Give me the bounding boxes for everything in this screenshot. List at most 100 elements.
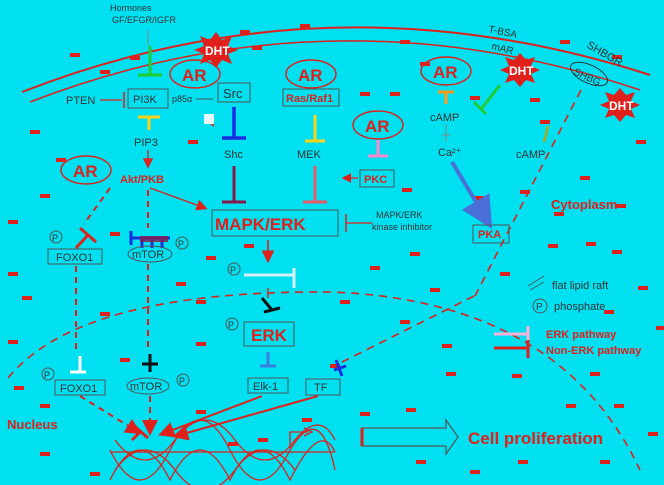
- blue-src-icon: [222, 107, 246, 140]
- ar-receptor-camp: AR: [420, 56, 472, 86]
- mtor-nuc-label: mTOR: [130, 381, 162, 393]
- nucleus-label: Nucleus: [7, 417, 58, 432]
- background-dash: [22, 296, 32, 300]
- svg-text:P: P: [228, 320, 234, 330]
- src-label: Src: [223, 86, 243, 101]
- ca-to-pka-arrow: [450, 160, 493, 229]
- svg-text:AR: AR: [298, 66, 323, 85]
- akt-label: Akt/PKB: [120, 174, 164, 186]
- background-dash: [130, 56, 140, 60]
- legend-phosphate-label: phosphate: [554, 301, 605, 313]
- background-dash: [176, 282, 186, 286]
- background-dash: [196, 342, 206, 346]
- background-dash: [244, 244, 254, 248]
- background-dash: [120, 358, 130, 362]
- phosphate-icon-foxo-nuc: [41, 367, 55, 381]
- legend: flat lipid raft P phosphate ERK pathway …: [494, 275, 642, 358]
- src-box: [217, 82, 251, 103]
- background-dash: [90, 472, 100, 476]
- background-dash: [30, 130, 40, 134]
- phosphate-icon-mtor-cyto: [175, 236, 189, 250]
- background-dash: [416, 460, 426, 464]
- tf-box: [305, 378, 341, 396]
- dht-starburst-1: DHT: [194, 32, 238, 68]
- background-dash: [638, 286, 648, 290]
- shc-label: Shc: [224, 149, 243, 161]
- orange-receptor-icon: [438, 90, 454, 104]
- dht-starburst-2: DHT: [500, 53, 540, 87]
- pkc-label: PKC: [364, 174, 387, 186]
- background-dash: [604, 310, 614, 314]
- erk-label: ERK: [251, 326, 288, 345]
- background-dash: [566, 404, 576, 408]
- hormones-label: Hormones: [110, 3, 152, 13]
- svg-text:DHT: DHT: [609, 99, 634, 113]
- background-dash: [402, 188, 412, 192]
- svg-text:P: P: [178, 239, 184, 249]
- legend-lipid-raft-label: flat lipid raft: [552, 280, 608, 292]
- background-dash: [390, 92, 400, 96]
- svg-text:P: P: [52, 233, 58, 243]
- background-dash: [442, 344, 452, 348]
- phosphate-icon-foxo-cyto: [49, 230, 63, 244]
- background-dash: [612, 250, 622, 254]
- background-dash: [520, 190, 530, 194]
- ca-label: Ca²⁺: [438, 147, 462, 159]
- legend-non-erk-icon: [494, 340, 530, 358]
- red-akt-foxo-icon: [74, 226, 97, 250]
- background-dash: [554, 212, 564, 216]
- phosphate-icon-mtor-nuc: [176, 373, 190, 387]
- background-dash: [252, 46, 262, 50]
- erk-box: [243, 321, 295, 347]
- mapk-erk-box: [211, 209, 339, 237]
- cell-proliferation-label: Cell proliferation: [468, 429, 603, 448]
- phosphate-icon-erk: [225, 317, 239, 331]
- background-dash: [500, 272, 510, 276]
- background-dash: [40, 452, 50, 456]
- background-dash: [240, 30, 250, 34]
- camp-mid-label: cAMP: [516, 149, 545, 161]
- background-dash: [616, 204, 626, 208]
- background-dash: [560, 40, 570, 44]
- blue-elk-icon: [260, 352, 276, 368]
- background-dash: [206, 256, 216, 260]
- yellow-mek-icon: [305, 115, 325, 143]
- background-dash: [636, 140, 646, 144]
- svg-text:DHT: DHT: [205, 44, 230, 58]
- elk1-box: [247, 377, 289, 394]
- ras-raf-label: Ras/Raf1: [286, 93, 333, 105]
- pi3k-label: PI3K: [133, 94, 158, 106]
- background-dash: [580, 176, 590, 180]
- background-dashes: [8, 24, 664, 476]
- background-dash: [188, 140, 198, 144]
- mtor-nuc-oval: [126, 377, 170, 395]
- foxo1-cyto-box: [47, 248, 103, 265]
- background-dash: [540, 120, 550, 124]
- background-dash: [100, 70, 110, 74]
- mapk-erk-label: MAPK/ERK: [215, 215, 306, 234]
- mapk-inhibitor-label-2: kinase inhibitor: [372, 222, 432, 232]
- phosphate-icon-mapk: [227, 262, 241, 276]
- background-dash: [612, 55, 622, 59]
- pink-ar-icon: [368, 140, 388, 158]
- foxo1-nuc-box: [54, 379, 106, 396]
- yellow-pi3k-icon: [138, 115, 160, 130]
- pkc-box: [359, 169, 395, 188]
- mtor-cyto-label: mTOR: [132, 249, 164, 261]
- p85-label: p85α: [172, 94, 192, 104]
- background-dash: [512, 374, 522, 378]
- background-dash: [430, 288, 440, 292]
- background-dash: [330, 364, 340, 368]
- svg-text:P: P: [44, 370, 50, 380]
- ar-receptor-main: AR: [169, 59, 221, 89]
- background-dash: [56, 158, 66, 162]
- shbg-label: SHBG: [572, 67, 603, 89]
- background-dash: [8, 340, 18, 344]
- background-dash: [614, 404, 624, 408]
- background-dash: [14, 386, 24, 390]
- svg-text:AR: AR: [365, 117, 390, 136]
- background-dash: [40, 404, 50, 408]
- background-dash: [586, 242, 596, 246]
- tf-label: TF: [314, 382, 328, 394]
